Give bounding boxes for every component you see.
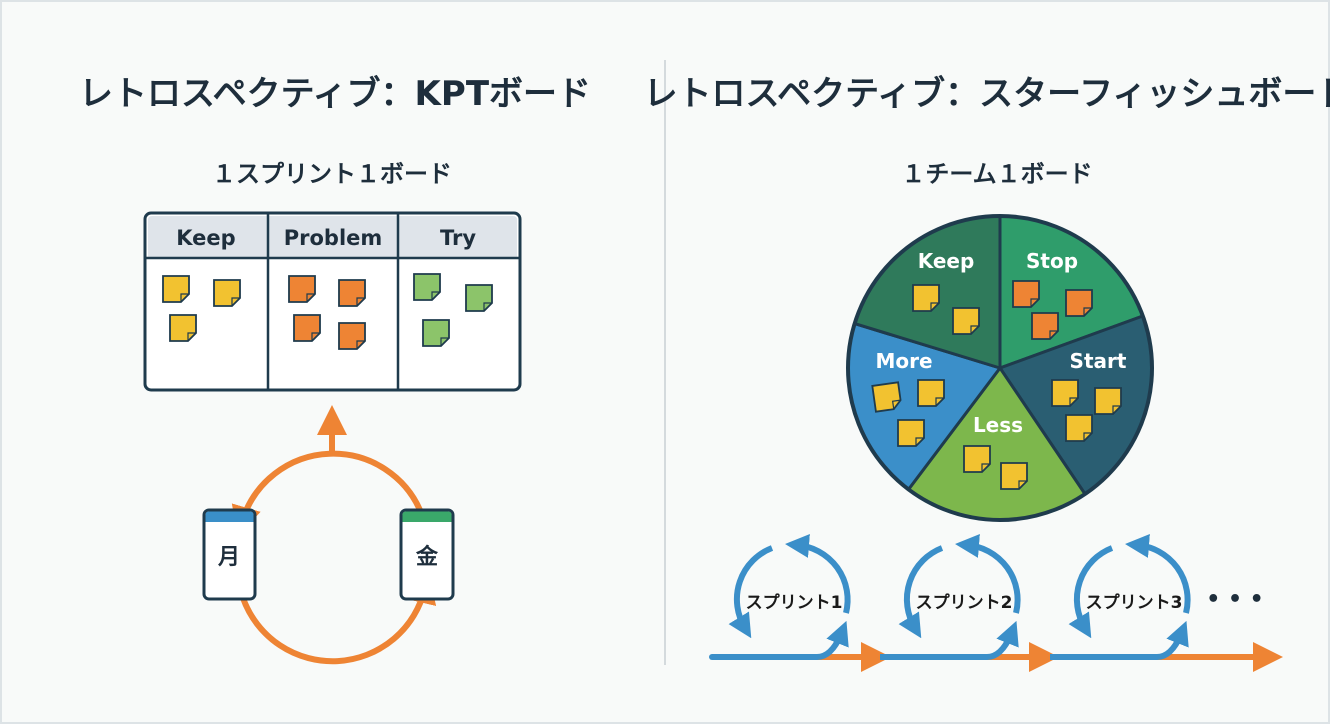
- weekly-cycle: 月 金: [202, 405, 455, 665]
- kpt-title: レトロスペクティブ：KPTボード: [79, 74, 591, 114]
- sticky-note: [338, 279, 366, 307]
- loop-arrow-left: [728, 545, 774, 639]
- day-label-monday: 月: [217, 545, 240, 570]
- segment-label-keep: Keep: [918, 249, 975, 273]
- sticky-note: [1094, 387, 1122, 415]
- loop-arrow-left: [1068, 545, 1114, 639]
- sticky-note: [952, 307, 980, 335]
- sticky-note: [288, 275, 316, 303]
- loop-arrow-right: [955, 534, 1021, 614]
- loop-arrow-up: [922, 620, 1019, 660]
- calendar-monday-icon: 月: [202, 508, 257, 601]
- sprint-loop-1: スプリント1: [728, 534, 851, 660]
- sprint-timeline: スプリント1 スプリント2 スプリント3 • • •: [709, 534, 1283, 672]
- segment-label-start: Start: [1070, 349, 1127, 373]
- loop-arrow-up: [752, 620, 849, 660]
- loop-arrow-right: [1125, 534, 1191, 614]
- sprint-loop-3: スプリント3: [1068, 534, 1191, 660]
- loop-arrow-right: [785, 534, 851, 614]
- sticky-note: [871, 381, 902, 413]
- cycle-arrow-bottom: [240, 573, 437, 665]
- sticky-note: [293, 314, 321, 342]
- sprint-label: スプリント2: [916, 592, 1013, 613]
- sticky-note: [422, 319, 450, 347]
- starfish-subtitle: １チーム１ボード: [901, 160, 1092, 188]
- segment-label-stop: Stop: [1026, 249, 1078, 273]
- sticky-note: [162, 275, 190, 303]
- loop-arrow-left: [898, 545, 944, 639]
- segment-label-less: Less: [973, 413, 1023, 437]
- sticky-note: [917, 379, 945, 407]
- kpt-subtitle: １スプリント１ボード: [212, 160, 452, 188]
- sticky-note: [338, 322, 366, 350]
- sticky-note: [465, 284, 493, 312]
- starfish-title: レトロスペクティブ：スターフィッシュボード: [644, 74, 1330, 114]
- sticky-note: [1031, 312, 1059, 340]
- sprint-label: スプリント3: [1086, 592, 1183, 613]
- sticky-note: [1000, 462, 1028, 490]
- sticky-note: [1051, 379, 1079, 407]
- calendar-friday-icon: 金: [399, 508, 455, 601]
- sticky-note: [413, 273, 441, 301]
- sticky-note: [912, 284, 940, 312]
- day-label-friday: 金: [415, 544, 439, 570]
- sticky-note: [897, 419, 925, 447]
- sticky-note: [213, 279, 241, 307]
- more-sprints-ellipsis: • • •: [1206, 587, 1264, 612]
- sticky-note: [169, 314, 197, 342]
- sprint-loop-2: スプリント2: [898, 534, 1021, 660]
- sticky-note: [1065, 289, 1093, 317]
- sticky-note: [1012, 280, 1040, 308]
- column-header-keep: Keep: [176, 226, 235, 250]
- loop-arrow-up: [1092, 620, 1189, 660]
- column-header-problem: Problem: [284, 226, 383, 250]
- column-header-try: Try: [440, 226, 476, 250]
- cycle-arrow-top: [231, 450, 425, 537]
- sticky-note: [963, 445, 991, 473]
- sticky-note: [1065, 414, 1093, 442]
- kpt-board: Keep Problem Try: [143, 211, 522, 392]
- sprint-label: スプリント1: [746, 592, 843, 613]
- segment-label-more: More: [875, 349, 932, 373]
